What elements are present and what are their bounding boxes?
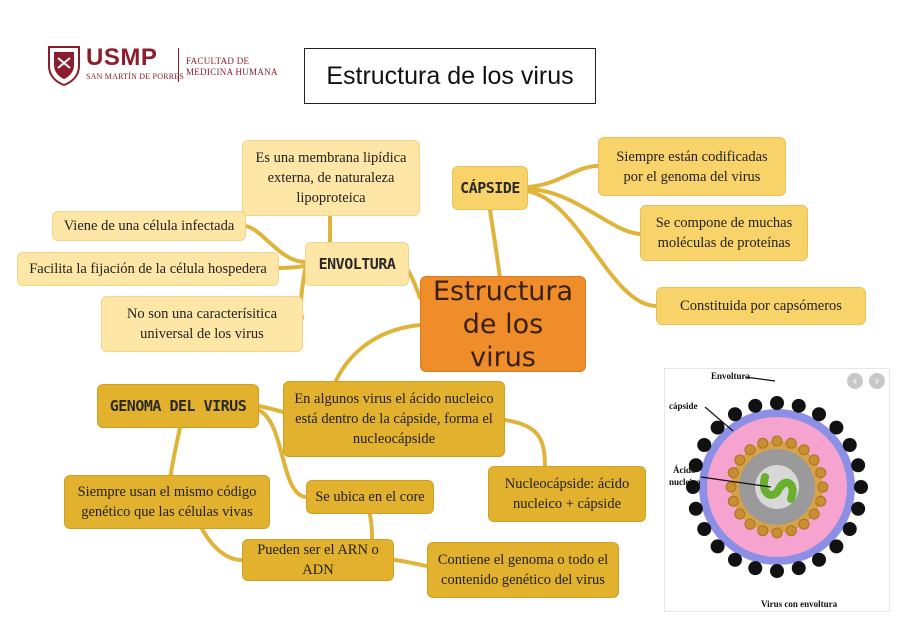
nucleic-acid bbox=[759, 473, 797, 503]
node-gen-nucleocapside: Nucleocápside: ácido nucleico + cápside bbox=[488, 466, 646, 522]
node-gen-codigo: Siempre usan el mismo código genético qu… bbox=[64, 475, 270, 529]
logo-subtitle: SAN MARTÍN DE PORRES bbox=[86, 72, 184, 81]
capsomer bbox=[734, 508, 746, 520]
capsomer bbox=[757, 525, 769, 537]
central-node: Estructura de los virus bbox=[420, 275, 586, 373]
node-cap-codificadas: Siempre están codificadas por el genoma … bbox=[598, 137, 786, 196]
capsomer bbox=[817, 481, 829, 493]
envelope-spikes bbox=[686, 396, 868, 578]
virus-diagram bbox=[686, 376, 868, 578]
node-env-fijacion: Facilita la fijación de la célula hosped… bbox=[17, 252, 279, 286]
envelope-spike bbox=[686, 480, 700, 494]
envelope-spike bbox=[842, 438, 857, 452]
envelope-spike bbox=[854, 480, 868, 494]
capsomer bbox=[808, 508, 820, 520]
envelope-spike bbox=[829, 539, 844, 554]
node-capside: CÁPSIDE bbox=[452, 166, 528, 210]
capsomer bbox=[815, 467, 827, 479]
envelope-spike bbox=[791, 398, 806, 413]
envelope-spike bbox=[688, 458, 703, 473]
label-acido-1: Ácido bbox=[673, 465, 696, 475]
pointer-acido bbox=[700, 476, 772, 488]
pointer-capside bbox=[704, 406, 734, 432]
label-caption: Virus con envoltura bbox=[761, 599, 838, 609]
capsomer bbox=[757, 437, 769, 449]
envelope-spike bbox=[697, 522, 712, 536]
envelope-spike bbox=[688, 501, 703, 516]
capsomer bbox=[734, 454, 746, 466]
envelope-spike bbox=[710, 539, 725, 554]
logo-name: USMP bbox=[86, 44, 158, 71]
usmp-logo: USMP SAN MARTÍN DE PORRES Facultad de Me… bbox=[46, 44, 286, 88]
chevron-right-icon[interactable]: › bbox=[869, 373, 885, 389]
envelope-spike bbox=[728, 552, 742, 567]
envelope-spike bbox=[697, 438, 712, 452]
node-gen-contiene: Contiene el genoma o todo el contenido g… bbox=[427, 542, 619, 598]
envelope-spike bbox=[812, 552, 826, 567]
envelope-spike bbox=[710, 420, 725, 435]
node-genoma: GENOMA DEL VIRUS bbox=[97, 384, 259, 428]
envelope-spike bbox=[770, 396, 784, 410]
page-title: Estructura de los virus bbox=[304, 48, 596, 104]
node-env-membrana: Es una membrana lipídica externa, de nat… bbox=[242, 140, 420, 216]
capsomer bbox=[727, 495, 739, 507]
capsomer bbox=[785, 437, 797, 449]
node-env-no-universal: No son una caracterísitica universal de … bbox=[101, 296, 303, 352]
label-envoltura: Envoltura bbox=[711, 371, 751, 381]
label-acido-2: nucleico bbox=[669, 477, 701, 487]
envelope-spike bbox=[770, 564, 784, 578]
faculty-line-2: Medicina Humana bbox=[186, 67, 278, 77]
envelope-spike bbox=[728, 407, 742, 422]
capsomer bbox=[744, 518, 756, 530]
central-node-line-2: de los virus bbox=[462, 308, 544, 373]
faculty-line-1: Facultad de bbox=[186, 56, 250, 66]
logo-divider bbox=[178, 48, 179, 82]
envelope-spike bbox=[748, 561, 763, 576]
capsomer bbox=[808, 454, 820, 466]
capsomer bbox=[771, 527, 783, 539]
capsomer bbox=[725, 481, 737, 493]
capsomer bbox=[744, 444, 756, 456]
capsomer bbox=[771, 435, 783, 447]
virus-illustration: Envoltura cápside Ácido nucleico Virus c… bbox=[664, 368, 890, 612]
envelope-spike bbox=[791, 561, 806, 576]
node-gen-arn: Pueden ser el ARN o ADN bbox=[242, 539, 394, 581]
envelope-spike bbox=[851, 458, 866, 473]
envelope-spike bbox=[748, 398, 763, 413]
node-gen-algunos: En algunos virus el ácido nucleico está … bbox=[283, 381, 505, 457]
node-gen-core: Se ubica en el core bbox=[306, 480, 434, 514]
shield-icon bbox=[48, 46, 80, 86]
node-cap-proteinas: Se compone de muchas moléculas de proteí… bbox=[640, 205, 808, 261]
capsomer bbox=[815, 495, 827, 507]
chevron-left-icon[interactable]: ‹ bbox=[847, 373, 863, 389]
node-cap-capsomeros: Constituida por capsómeros bbox=[656, 287, 866, 325]
envelope-spike bbox=[842, 522, 857, 536]
envelope-spike bbox=[812, 407, 826, 422]
faculty-name: Facultad de Medicina Humana bbox=[186, 56, 278, 78]
pointer-envoltura bbox=[744, 376, 776, 382]
central-node-line-1: Estructura bbox=[432, 275, 574, 307]
node-envoltura: ENVOLTURA bbox=[305, 242, 409, 286]
capsomers bbox=[725, 435, 829, 539]
envelope-spike bbox=[829, 420, 844, 435]
envelope-spike bbox=[851, 501, 866, 516]
capsomer bbox=[798, 518, 810, 530]
label-capside: cápside bbox=[669, 401, 698, 411]
capsomer bbox=[727, 467, 739, 479]
capsomer bbox=[785, 525, 797, 537]
node-env-celula: Viene de una célula infectada bbox=[52, 211, 246, 241]
capsomer bbox=[798, 444, 810, 456]
